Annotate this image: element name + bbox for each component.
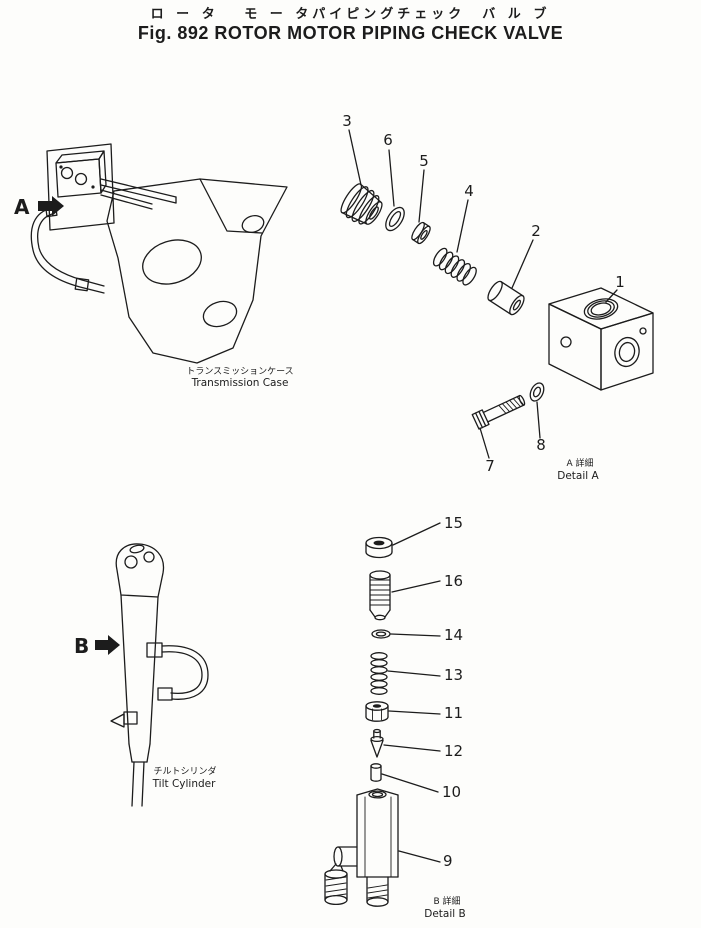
figure-title-en: Fig. 892 ROTOR MOTOR PIPING CHECK VALVE — [137, 23, 564, 43]
part-9-valve-body — [324, 788, 399, 907]
callout-15: 15 — [444, 514, 463, 532]
detail-b-label-en: Detail B — [424, 908, 465, 920]
part-16-valve-guide — [369, 570, 391, 621]
view-a-arrow-icon — [38, 196, 64, 216]
part-11-nut — [365, 701, 389, 722]
tilt-cylinder-drawing — [110, 543, 209, 807]
part-5-seat — [411, 221, 431, 245]
detail-b-callouts: 15 16 14 13 11 12 10 9 — [442, 514, 463, 870]
callout-12: 12 — [444, 742, 463, 760]
callout-5: 5 — [419, 152, 429, 170]
callout-11: 11 — [444, 704, 463, 722]
part-15-nut — [365, 536, 393, 559]
part-12-poppet — [370, 728, 384, 758]
callout-13: 13 — [444, 666, 463, 684]
part-4-spring — [432, 247, 477, 286]
transmission-case-label-en: Transmission Case — [191, 377, 289, 389]
callout-9: 9 — [443, 852, 453, 870]
part-13-spring — [370, 652, 388, 695]
detail-b-leader-lines — [381, 522, 441, 863]
view-b-letter: B — [74, 634, 89, 658]
detail-b-assembly — [324, 536, 399, 907]
detail-a-label-en: Detail A — [557, 470, 599, 482]
detail-a-callouts: 3 6 5 4 2 1 7 8 — [342, 112, 625, 475]
part-10-pin — [370, 763, 382, 782]
part-8-washer — [529, 382, 545, 402]
tilt-cylinder-label-en: Tilt Cylinder — [152, 778, 217, 790]
part-3-plug — [340, 183, 383, 225]
callout-2: 2 — [531, 222, 541, 240]
detail-a-leader-lines — [348, 129, 618, 459]
tilt-cylinder-label-jp: チルトシリンダ — [153, 765, 216, 777]
callout-1: 1 — [615, 273, 625, 291]
callout-10: 10 — [442, 783, 461, 801]
callout-14: 14 — [444, 626, 463, 644]
part-1-valve-block — [548, 287, 654, 391]
transmission-case-label-jp: トランスミッションケース — [186, 366, 293, 377]
figure-header: ロ ー タ モ ー タパイピングチェック バ ル ブ Fig. 892 ROTO… — [0, 0, 701, 44]
part-7-bolt — [471, 394, 526, 430]
detail-b-label-jp: B 詳細 — [433, 895, 460, 907]
callout-6: 6 — [383, 131, 393, 149]
callout-7: 7 — [485, 457, 495, 475]
callout-4: 4 — [464, 182, 474, 200]
part-6-oring — [385, 206, 405, 232]
view-b-arrow-icon — [95, 635, 120, 655]
figure-title-jp: ロ ー タ モ ー タパイピングチェック バ ル ブ — [150, 7, 551, 22]
detail-a-assembly — [340, 183, 654, 430]
callout-8: 8 — [536, 436, 546, 454]
callout-3: 3 — [342, 112, 352, 130]
view-a-letter: A — [14, 195, 30, 219]
detail-a-label-jp: A 詳細 — [566, 457, 593, 469]
part-2-piston — [487, 280, 525, 316]
callout-16: 16 — [444, 572, 463, 590]
transmission-case-drawing — [30, 143, 288, 364]
part-14-oring — [371, 629, 391, 639]
